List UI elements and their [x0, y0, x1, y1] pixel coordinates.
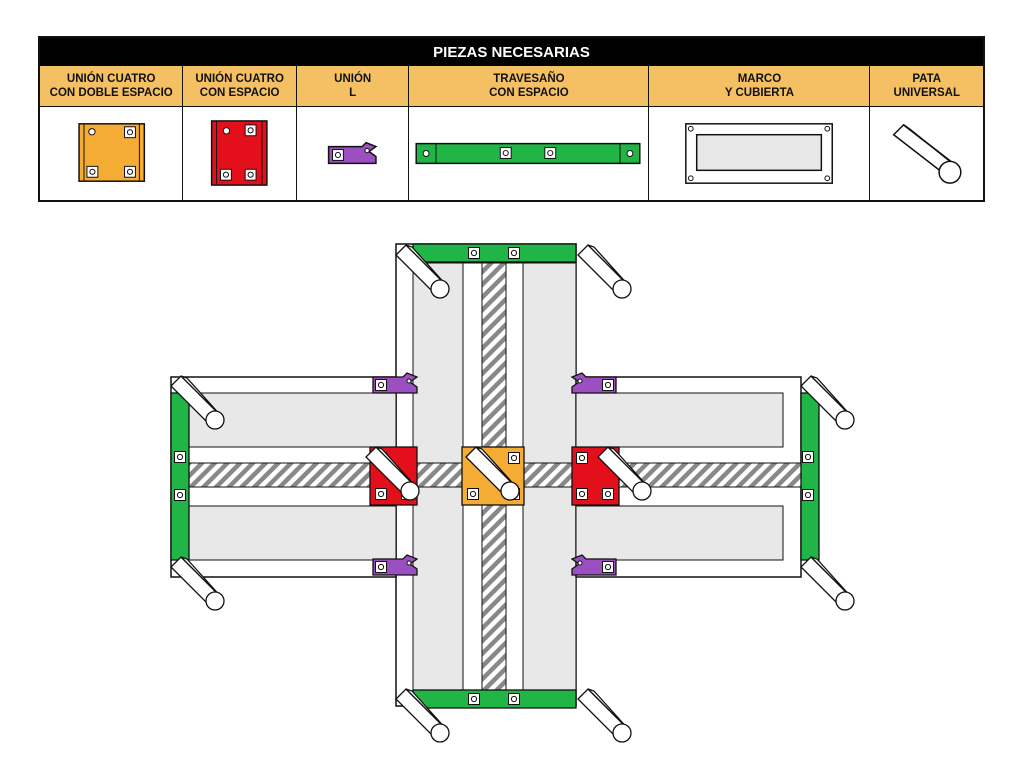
l-joint-nw: [373, 373, 417, 393]
parts-row: UNIÓN CUATRO CON DOBLE ESPACIO UNIÓN CUA…: [40, 66, 983, 200]
part-label: UNIÓN L: [296, 66, 409, 107]
l-joint-ne: [572, 373, 616, 393]
four-way-spacer-joint-icon: [183, 107, 296, 200]
part-label: UNIÓN CUATRO CON DOBLE ESPACIO: [40, 66, 183, 107]
part-column-double-spacer-joint: UNIÓN CUATRO CON DOBLE ESPACIO: [40, 66, 183, 200]
part-label: MARCO Y CUBIERTA: [649, 66, 870, 107]
part-column-l-joint: UNIÓN L: [295, 66, 409, 200]
spaced-crossbar-icon: [409, 107, 648, 200]
top-crossbar: [412, 243, 577, 263]
part-label: UNIÓN CUATRO CON ESPACIO: [183, 66, 296, 107]
parts-table: PIEZAS NECESARIAS UNIÓN CUATRO CON DOBLE…: [38, 36, 985, 202]
part-label: TRAVESAÑO CON ESPACIO: [409, 66, 649, 107]
part-column-spaced-crossbar: TRAVESAÑO CON ESPACIO: [408, 66, 649, 200]
part-column-spacer-joint: UNIÓN CUATRO CON ESPACIO: [182, 66, 296, 200]
leg-ne: [577, 244, 632, 299]
leg-east-bottom: [800, 556, 855, 611]
part-label: PATA UNIVERSAL: [870, 66, 983, 107]
leg-se: [577, 688, 632, 743]
table-title: PIEZAS NECESARIAS: [40, 38, 983, 66]
l-joint-icon: [297, 107, 409, 200]
bottom-crossbar: [412, 689, 577, 709]
frame-and-cover-icon: [649, 107, 869, 200]
universal-leg-icon: [870, 107, 983, 200]
part-column-frame-and-cover: MARCO Y CUBIERTA: [648, 66, 870, 200]
four-way-double-spacer-joint-icon: [40, 107, 182, 200]
part-column-universal-leg: PATA UNIVERSAL: [869, 66, 983, 200]
